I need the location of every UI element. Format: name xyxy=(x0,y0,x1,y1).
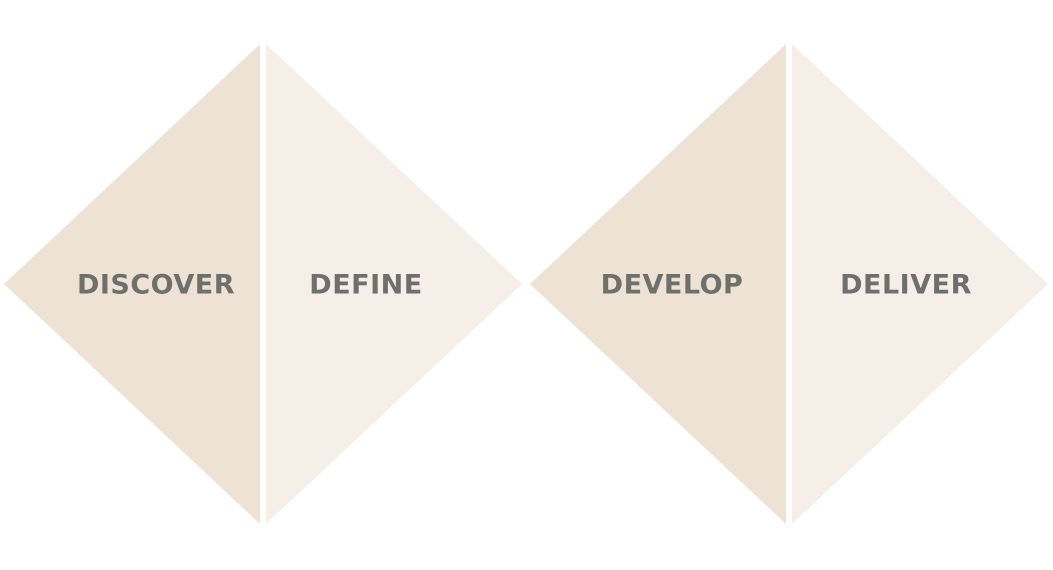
phase-shape-develop xyxy=(530,44,786,524)
phase-shape-discover xyxy=(4,44,260,524)
diamond-1: DISCOVER DEFINE xyxy=(4,44,522,524)
phase-label-deliver: DELIVER xyxy=(840,270,972,301)
phase-label-discover: DISCOVER xyxy=(77,270,235,301)
phase-label-define: DEFINE xyxy=(309,270,422,301)
diamond-2: DEVELOP DELIVER xyxy=(530,44,1048,524)
phase-label-develop: DEVELOP xyxy=(601,270,744,301)
phase-shape-define xyxy=(266,44,522,524)
phase-shape-deliver xyxy=(792,44,1048,524)
